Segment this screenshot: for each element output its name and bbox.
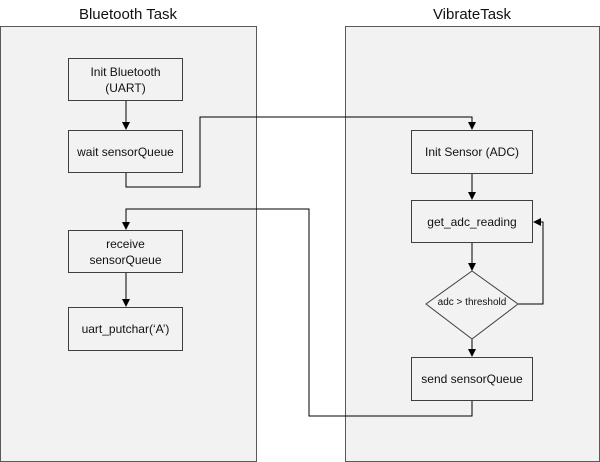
arrow-wait-to-init-sensor [125, 116, 476, 188]
get-adc-reading-box: get_adc_reading [411, 200, 533, 243]
init-sensor-box: Init Sensor (ADC) [411, 130, 533, 174]
init-bluetooth-box: Init Bluetooth (UART) [68, 58, 183, 101]
get-adc-reading-label: get_adc_reading [427, 214, 517, 229]
wait-sensor-queue-box: wait sensorQueue [68, 130, 183, 173]
vibrate-lane-title: VibrateTask [432, 6, 512, 23]
receive-sensor-queue-box: receive sensorQueue [68, 230, 183, 273]
receive-sensor-queue-line2: sensorQueue [89, 252, 162, 267]
init-bluetooth-line2: (UART) [105, 80, 146, 95]
send-sensor-queue-label: send sensorQueue [421, 372, 523, 386]
uart-putchar-box: uart_putchar(‘A’) [68, 307, 183, 351]
adc-decision-diamond [425, 270, 519, 340]
bluetooth-lane-title: Bluetooth Task [78, 6, 178, 23]
adc-decision-label: adc > threshold [437, 297, 507, 308]
arrow-send-to-receive [122, 208, 473, 417]
receive-sensor-queue-line1: receive [106, 236, 145, 251]
send-sensor-queue-box: send sensorQueue [411, 357, 533, 401]
init-sensor-label: Init Sensor (ADC) [424, 145, 520, 159]
arrow-decision-loop-back [518, 218, 544, 305]
uart-putchar-label: uart_putchar(‘A’) [81, 322, 170, 336]
wait-sensor-queue-label: wait sensorQueue [77, 144, 174, 159]
init-bluetooth-line1: Init Bluetooth [90, 64, 161, 79]
